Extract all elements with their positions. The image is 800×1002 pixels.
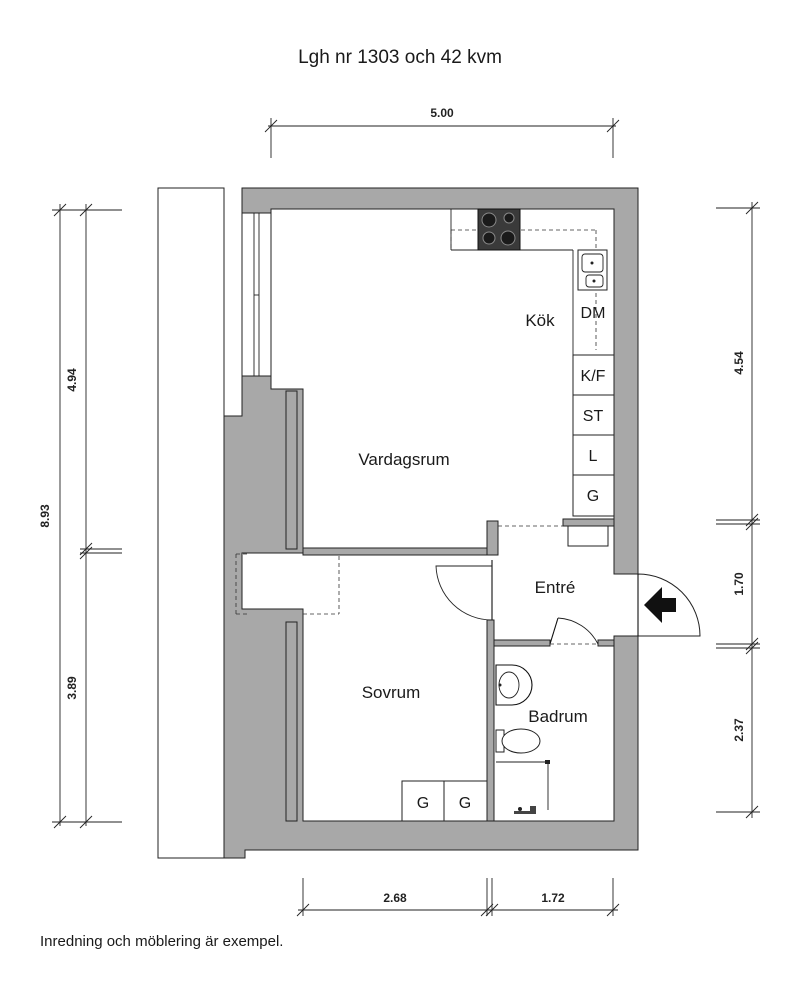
fridge-freezer-label: K/F (581, 368, 606, 385)
dimension-top: 5.00 (264, 106, 620, 158)
toilet-icon (495, 728, 541, 754)
room-label-entry: Entré (535, 578, 576, 597)
bedroom-door (435, 560, 493, 621)
entrance-arrow-icon (644, 587, 676, 623)
dimension-right: 4.54 1.70 2.37 (716, 201, 760, 819)
bedroom-wardrobe-1-label: G (417, 795, 429, 812)
page-title: Lgh nr 1303 och 42 kvm (298, 47, 502, 68)
window (241, 212, 272, 377)
dim-right-middle: 1.70 (732, 572, 746, 596)
wardrobe-label: G (587, 488, 599, 505)
dim-right-upper: 4.54 (732, 351, 746, 375)
dim-left-total: 8.93 (38, 504, 52, 528)
room-label-bathroom: Badrum (528, 707, 588, 726)
washbasin-icon (495, 664, 533, 706)
balcony (157, 187, 225, 859)
bedroom-wardrobe-2-label: G (459, 795, 471, 812)
interior-walls (285, 390, 615, 822)
dim-bottom-right: 1.72 (541, 891, 565, 905)
room-label-bedroom: Sovrum (362, 683, 421, 702)
dim-left-lower: 3.89 (65, 676, 79, 700)
bedroom-wardrobes (401, 780, 488, 822)
sink-icon (577, 249, 608, 291)
room-label-kitchen: Kök (525, 311, 555, 330)
entry-shelf (567, 525, 609, 547)
room-label-living: Vardagsrum (358, 450, 449, 469)
dimension-left: 8.93 4.94 3.89 (38, 203, 122, 829)
shower-area (496, 760, 550, 814)
dim-left-upper: 4.94 (65, 368, 79, 392)
bedroom-niche (235, 553, 340, 615)
dim-bottom-left: 2.68 (383, 891, 407, 905)
appliance-column (572, 354, 615, 517)
dim-right-lower: 2.37 (732, 718, 746, 742)
stove-top-icon (477, 208, 521, 251)
dimension-bottom: 2.68 1.72 (296, 878, 620, 917)
stove-label: ST (583, 408, 604, 425)
linen-label: L (589, 448, 598, 465)
dishwasher-label: DM (581, 305, 606, 322)
dim-top-width: 5.00 (430, 106, 454, 120)
footnote: Inredning och möblering är exempel. (40, 933, 284, 950)
bathroom-door (549, 617, 599, 645)
